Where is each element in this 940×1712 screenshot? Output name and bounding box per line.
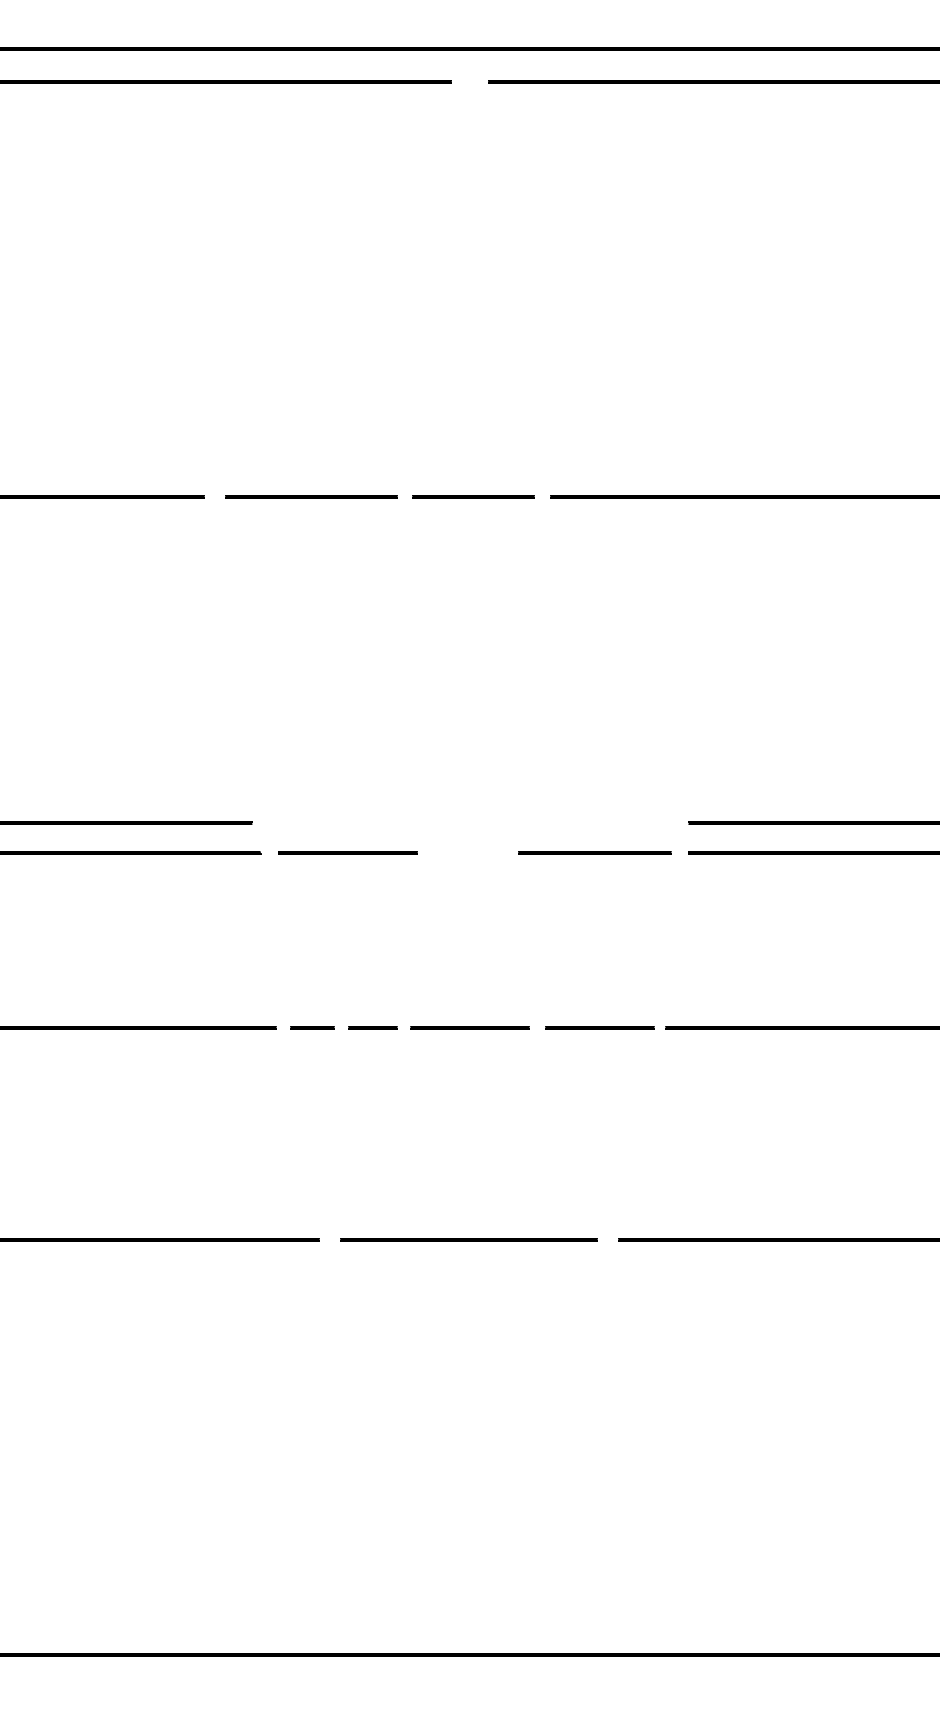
lower-contour-3 [397,1022,411,1029]
base-contour-left [319,1235,341,1241]
top-arch-contour [451,77,489,83]
left-inner-contour [397,493,413,498]
lower-contour-4 [529,1023,546,1029]
lower-contour-5 [654,1023,666,1029]
base-contour-right [597,1235,619,1241]
center-arch-contour [417,835,519,854]
white-contours [204,77,689,1241]
left-side-contour [252,822,263,854]
left-shoulder-contour [204,492,226,498]
right-side-contour [671,822,689,854]
horizontal-rules [0,47,940,1657]
right-inner-contour [534,493,551,498]
lower-contour-2 [334,1023,349,1029]
lower-contour-1 [276,1023,291,1029]
